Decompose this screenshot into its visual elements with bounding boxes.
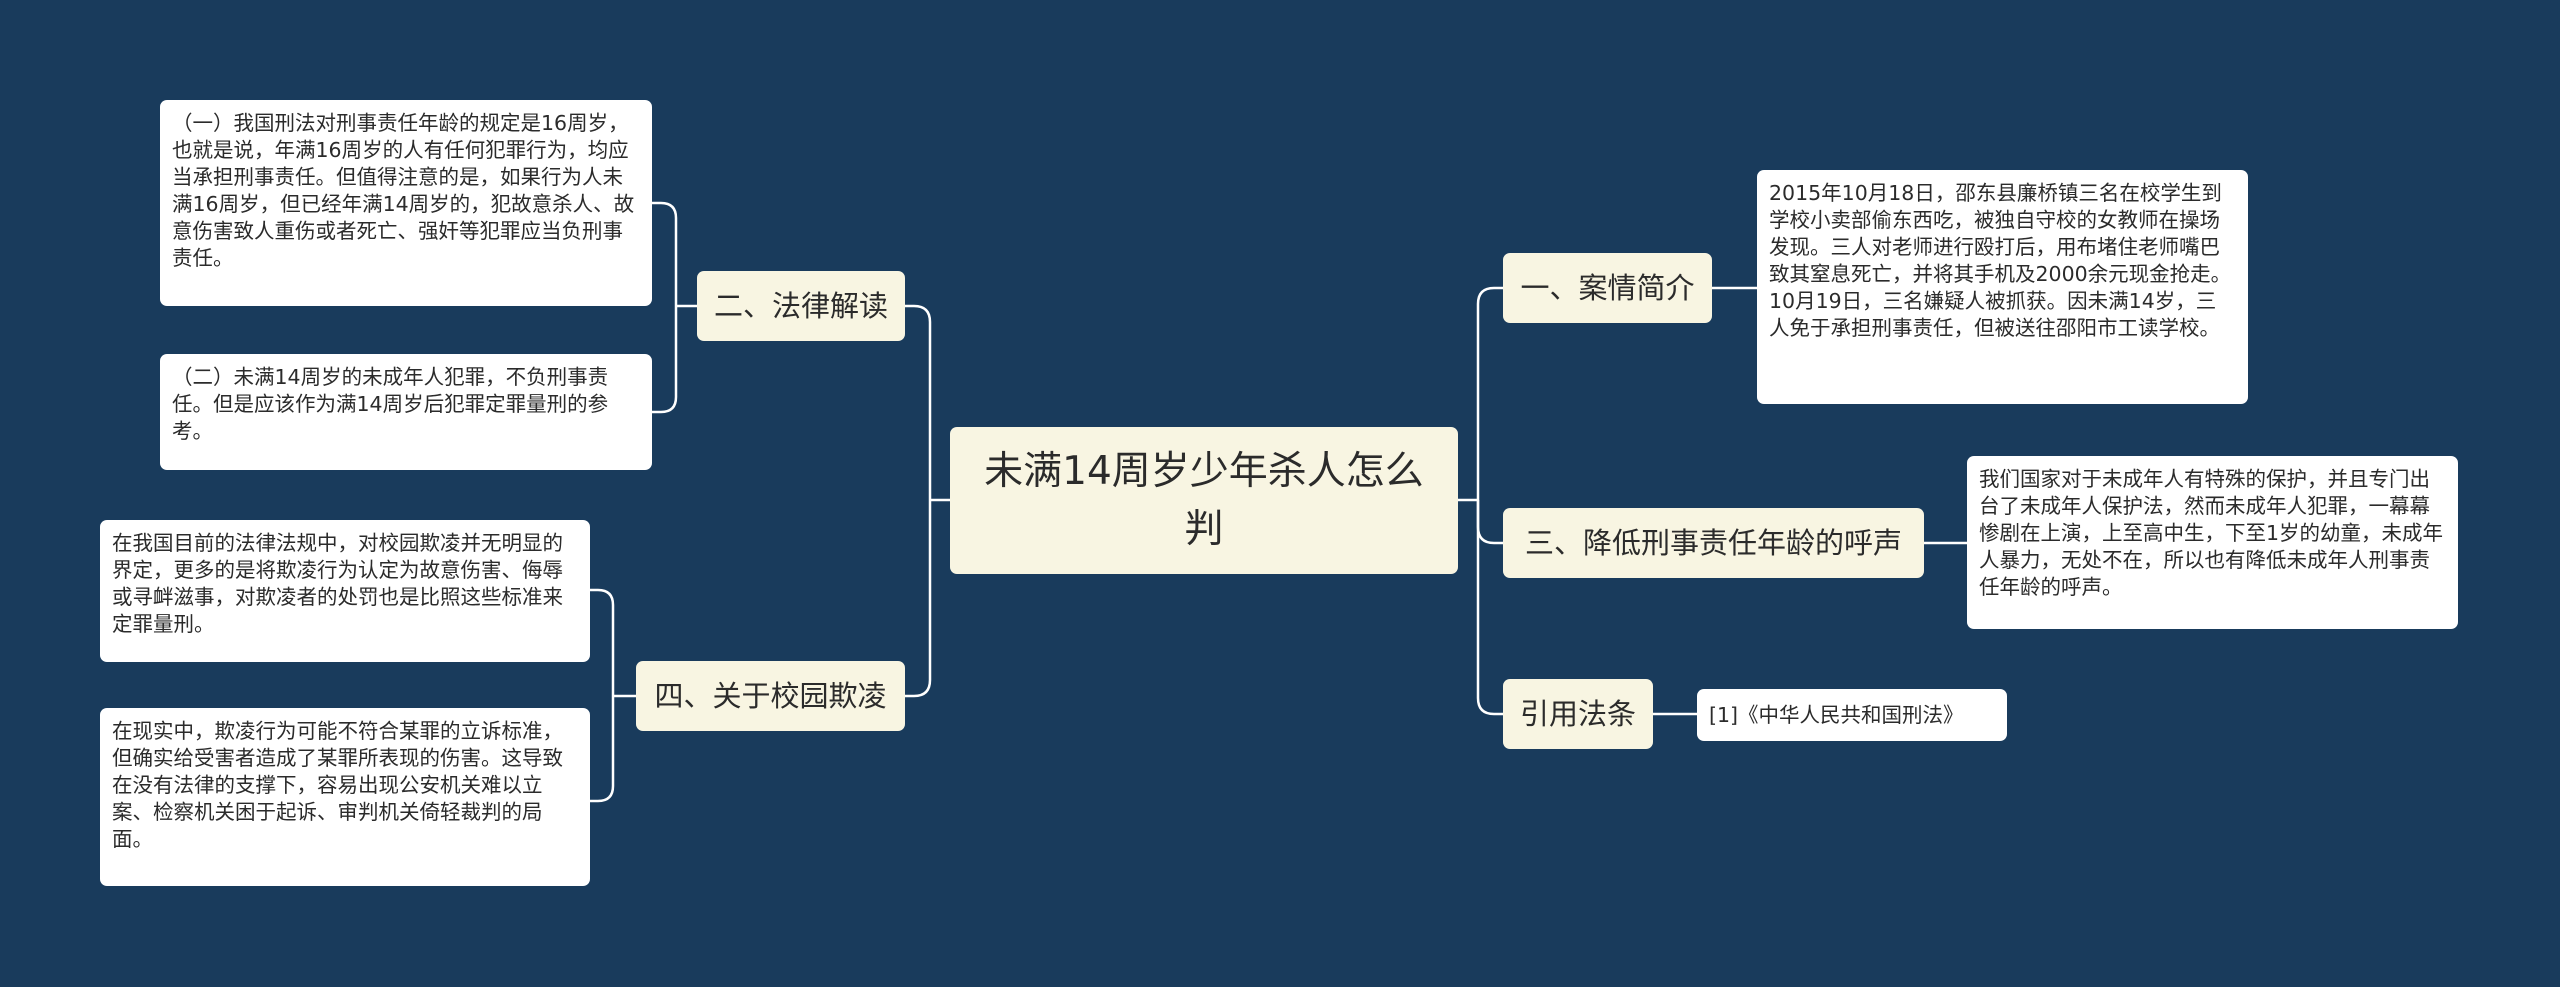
branch-legal-interpretation-label: 二、法律解读: [713, 289, 888, 323]
lower-age-call-detail-text: 我们国家对于未成年人有特殊的保护，并且专门出台了未成年人保护法，然而未成年人犯罪…: [1979, 467, 2444, 599]
connector-root-to-lower-age-call: [1476, 500, 1503, 545]
cited-laws-detail-text: [1]《中华人民共和国刑法》: [1709, 702, 1964, 727]
lower-age-call-detail: 我们国家对于未成年人有特殊的保护，并且专门出台了未成年人保护法，然而未成年人犯罪…: [1967, 456, 2458, 629]
connector-root-to-campus-bullying: [905, 500, 932, 698]
cited-laws-detail[interactable]: [1]《中华人民共和国刑法》: [1697, 689, 2007, 741]
campus-bullying-detail-1-text: 在我国目前的法律法规中，对校园欺凌并无明显的界定，更多的是将欺凌行为认定为故意伤…: [112, 531, 563, 636]
root-topic-title: 未满14周岁少年杀人怎么判: [984, 448, 1424, 552]
campus-bullying-detail-2-text: 在现实中，欺凌行为可能不符合某罪的立诉标准，但确实给受害者造成了某罪所表现的伤害…: [112, 719, 563, 851]
campus-bullying-detail-1: 在我国目前的法律法规中，对校园欺凌并无明显的界定，更多的是将欺凌行为认定为故意伤…: [100, 520, 590, 662]
legal-interpretation-detail-2: （二）未满14周岁的未成年人犯罪，不负刑事责任。但是应该作为满14周岁后犯罪定罪…: [160, 354, 652, 470]
legal-interpretation-detail-1-text: （一）我国刑法对刑事责任年龄的规定是16周岁，也就是说，年满16周岁的人有任何犯…: [172, 111, 635, 270]
legal-interpretation-detail-2-text: （二）未满14周岁的未成年人犯罪，不负刑事责任。但是应该作为满14周岁后犯罪定罪…: [172, 365, 609, 443]
branch-lower-age-call-label: 三、降低刑事责任年龄的呼声: [1524, 526, 1902, 560]
branch-campus-bullying-label: 四、关于校园欺凌: [654, 679, 887, 713]
branch-cited-laws[interactable]: 引用法条: [1503, 679, 1653, 749]
legal-interpretation-detail-1: （一）我国刑法对刑事责任年龄的规定是16周岁，也就是说，年满16周岁的人有任何犯…: [160, 100, 652, 306]
connector-legal-interpretation-to-detail-2: [652, 306, 678, 414]
branch-cited-laws-label: 引用法条: [1519, 697, 1636, 731]
branch-case-summary[interactable]: 一、案情简介: [1503, 253, 1712, 323]
root-topic[interactable]: 未满14周岁少年杀人怎么判: [950, 427, 1458, 574]
branch-campus-bullying[interactable]: 四、关于校园欺凌: [636, 661, 905, 731]
branch-case-summary-label: 一、案情简介: [1520, 271, 1695, 305]
connector-root-to-legal-interpretation: [905, 304, 932, 500]
connector-campus-bullying-to-detail-1: [590, 588, 615, 696]
branch-lower-age-call[interactable]: 三、降低刑事责任年龄的呼声: [1503, 508, 1924, 578]
connector-root-to-case-summary: [1476, 286, 1503, 500]
case-summary-detail: 2015年10月18日，邵东县廉桥镇三名在校学生到学校小卖部偷东西吃，被独自守校…: [1757, 170, 2248, 404]
connector-legal-interpretation-to-detail-1: [652, 201, 678, 306]
connector-campus-bullying-to-detail-2: [590, 696, 615, 803]
case-summary-detail-text: 2015年10月18日，邵东县廉桥镇三名在校学生到学校小卖部偷东西吃，被独自守校…: [1769, 181, 2232, 340]
campus-bullying-detail-2: 在现实中，欺凌行为可能不符合某罪的立诉标准，但确实给受害者造成了某罪所表现的伤害…: [100, 708, 590, 886]
connector-root-to-cited-laws: [1476, 500, 1503, 716]
branch-legal-interpretation[interactable]: 二、法律解读: [697, 271, 905, 341]
